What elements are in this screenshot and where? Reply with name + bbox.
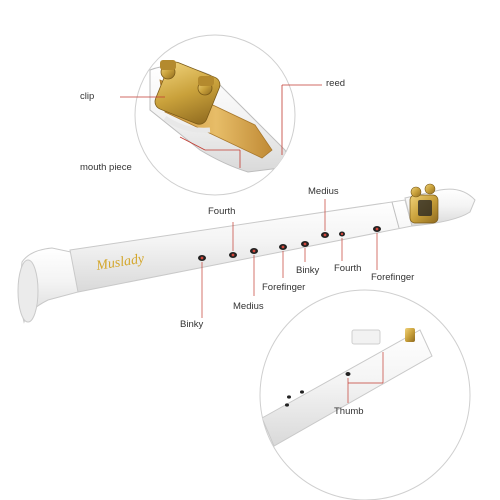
mouthpiece-detail xyxy=(120,34,322,196)
label-medius-bottom: Medius xyxy=(233,301,264,312)
thumb-detail xyxy=(259,289,471,500)
main-ligature xyxy=(409,183,439,224)
label-clip: clip xyxy=(80,91,95,102)
label-fourth-mid: Fourth xyxy=(334,263,362,274)
label-fourth-top: Fourth xyxy=(208,206,236,217)
label-binky-mid: Binky xyxy=(296,265,320,276)
tone-holes xyxy=(198,226,381,261)
thumb-callout-lines xyxy=(347,352,384,403)
label-reed: reed xyxy=(326,78,346,89)
label-forefinger-mid: Forefinger xyxy=(262,282,306,293)
finger-callout-lines xyxy=(201,199,378,318)
thumb-tube xyxy=(261,329,433,447)
label-thumb: Thumb xyxy=(334,406,364,417)
ligature-clip xyxy=(154,60,221,133)
label-mouth-piece: mouth piece xyxy=(80,162,132,173)
thumb-hole xyxy=(345,372,351,376)
thumb-rest xyxy=(351,329,381,345)
label-binky-bottom: Binky xyxy=(180,319,204,330)
label-medius-top: Medius xyxy=(308,186,339,197)
label-forefinger-right: Forefinger xyxy=(371,272,415,283)
tube xyxy=(69,199,413,293)
saxophone-main: Muslady xyxy=(17,183,476,324)
